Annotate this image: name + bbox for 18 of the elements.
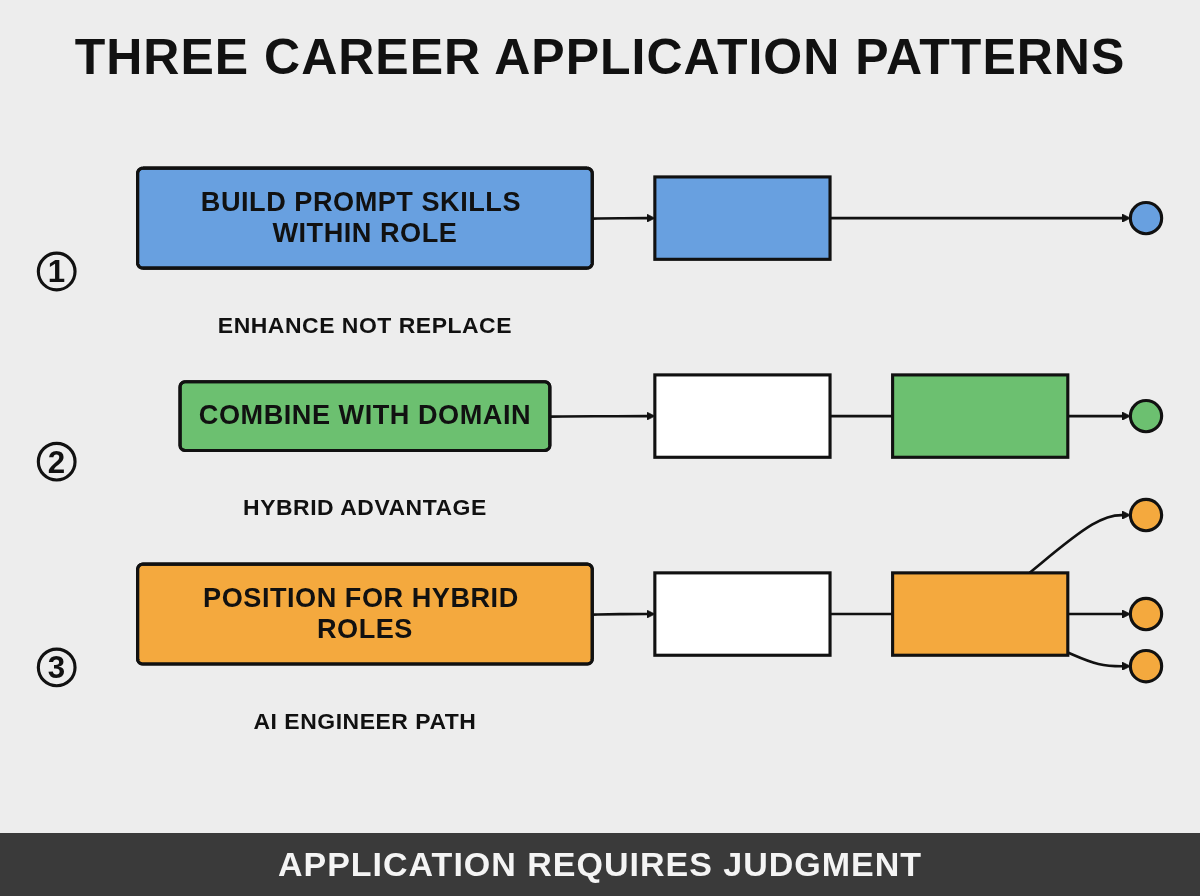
node-circle: 3 [36,647,77,688]
node-label: HYBRID ADVANTAGE [243,494,487,521]
node-box [653,175,832,261]
node-label: AI ENGINEER PATH [253,707,477,734]
node-circle: 1 [36,251,77,292]
title: THREE CAREER APPLICATION PATTERNS [74,28,1126,86]
node-circle [1128,649,1164,684]
node-circle [1128,398,1164,434]
caption-banner: APPLICATION REQUIRES JUDGMENT [0,833,1200,896]
node-box [653,571,832,657]
node-box [891,571,1070,657]
node-circle [1128,200,1164,236]
node-circle [1128,497,1164,533]
node-box [891,373,1070,459]
node-circle: 2 [36,441,77,482]
node-label: ENHANCE NOT REPLACE [217,311,513,338]
node-box [653,373,832,459]
node-circle [1128,596,1164,632]
